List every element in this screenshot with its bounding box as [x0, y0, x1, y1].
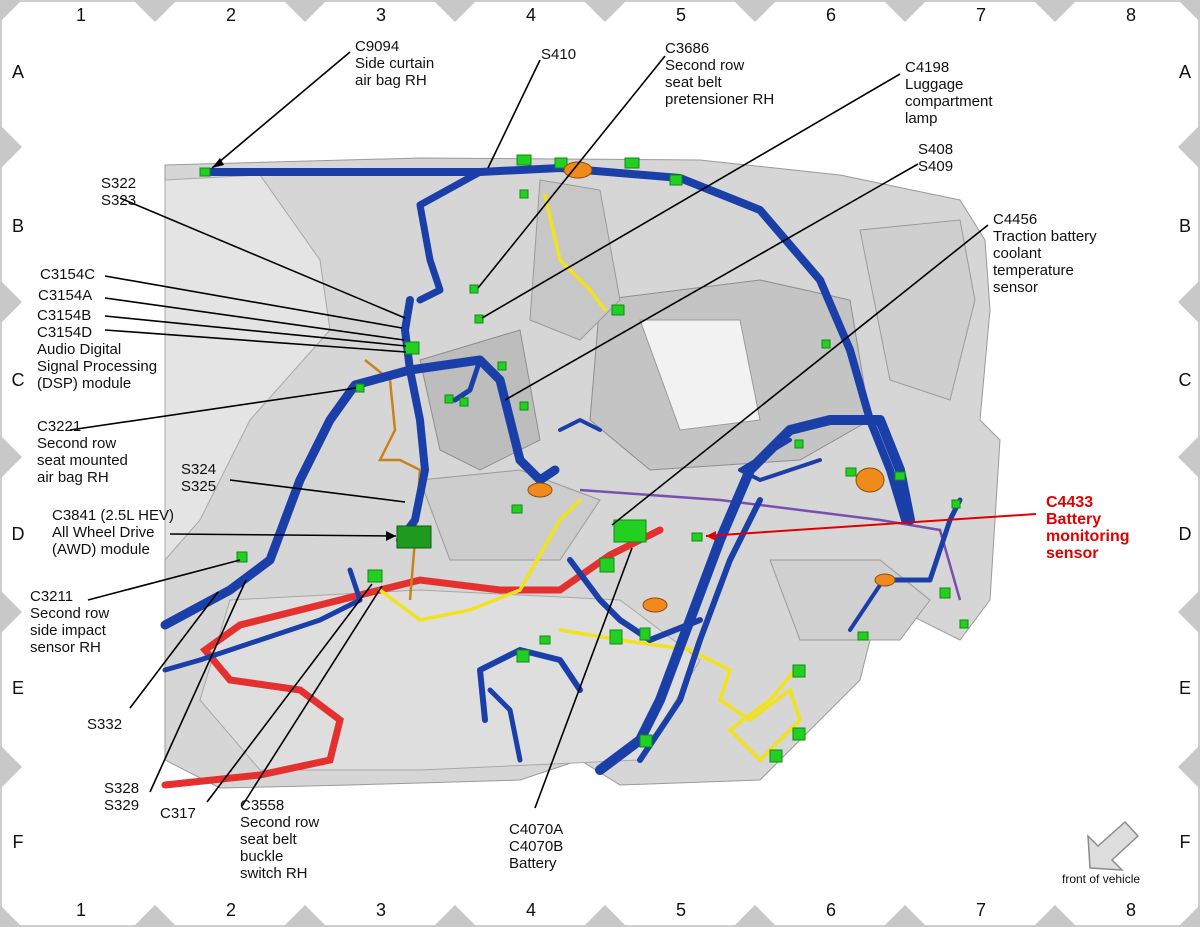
body-structure: [164, 157, 1001, 789]
grid-col-4-top: 4: [525, 5, 536, 25]
leader-lines: [69, 51, 989, 809]
grid-col-3-top: 3: [375, 5, 386, 25]
awd-module-connector: [396, 525, 432, 549]
arrow-down-left-icon: [1087, 820, 1140, 871]
grid-col-5-bottom: 5: [675, 900, 686, 920]
grid-row-f-left: F: [12, 832, 24, 852]
grid-row-b-left: B: [11, 216, 24, 236]
callout-s408-s409: S408 S409: [918, 141, 954, 175]
harness-red: [161, 526, 664, 789]
callout-c3221: C3221 Second row seat mounted air bag RH: [37, 418, 128, 486]
grid-col-7-bottom: 7: [975, 900, 986, 920]
callout-c3686: C3686 Second row seat belt pretensioner …: [665, 40, 775, 108]
grid-col-1-bottom: 1: [75, 900, 86, 920]
callout-s328-s329: S328 S329: [104, 780, 140, 814]
grid-row-d-left: D: [11, 524, 25, 544]
arrowhead-red: [706, 531, 716, 541]
connectors: [199, 154, 969, 763]
callout-c9094: C9094 Side curtain air bag RH: [355, 38, 435, 89]
grid-col-2-bottom: 2: [225, 900, 236, 920]
callout-s410: S410: [541, 46, 577, 63]
grid-col-3-bottom: 3: [375, 900, 386, 920]
callout-c3558: C3558 Second row seat belt buckle switch…: [240, 797, 320, 882]
grid-row-c-left: C: [11, 370, 25, 390]
grid-col-1-top: 1: [75, 5, 86, 25]
grid-row-a-left: A: [11, 62, 24, 82]
grid-col-7-top: 7: [975, 5, 986, 25]
grid-row-b-right: B: [1178, 216, 1191, 236]
grid-row-c-right: C: [1178, 370, 1192, 390]
callout-s332: S332: [87, 716, 123, 733]
grid-row-a-right: A: [1178, 62, 1191, 82]
front-of-vehicle-label: front of vehicle: [1062, 872, 1141, 886]
grid-col-8-bottom: 8: [1125, 900, 1136, 920]
leader-line-red: [705, 513, 1037, 537]
callout-c317: C317: [160, 805, 196, 822]
callout-s322-s323: S322 S323: [101, 175, 137, 209]
callout-c4198: C4198 Luggage compartment lamp: [905, 59, 993, 127]
callout-c3841: C3841 (2.5L HEV) All Wheel Drive (AWD) m…: [52, 507, 175, 558]
grid-row-e-right: E: [1178, 678, 1191, 698]
harness-blue: [160, 164, 963, 775]
callout-c4433: C4433 Battery monitoring sensor: [1046, 494, 1130, 562]
callout-c4456: C4456 Traction battery coolant temperatu…: [993, 211, 1097, 296]
clips: [527, 161, 896, 613]
grid-row-d-right: D: [1178, 524, 1192, 544]
callout-c3154c: C3154C: [40, 266, 96, 283]
grid-col-5-top: 5: [675, 5, 686, 25]
grid-row-e-left: E: [11, 678, 24, 698]
grid-col-2-top: 2: [225, 5, 236, 25]
callout-c3211: C3211 Second row side impact sensor RH: [30, 588, 110, 656]
callout-c4070: C4070A C4070B Battery: [509, 821, 564, 872]
callout-c3154a: C3154A: [38, 287, 93, 304]
arrowheads: [212, 158, 396, 541]
grid-col-6-bottom: 6: [825, 900, 836, 920]
grid-col-8-top: 8: [1125, 5, 1136, 25]
grid-col-4-bottom: 4: [525, 900, 536, 920]
grid-row-f-right: F: [1179, 832, 1191, 852]
callout-s324-s325: S324 S325: [181, 461, 217, 495]
callout-c3154b-c3154d: C3154B C3154D Audio Digital Signal Proce…: [37, 307, 158, 392]
grid-col-6-top: 6: [825, 5, 836, 25]
